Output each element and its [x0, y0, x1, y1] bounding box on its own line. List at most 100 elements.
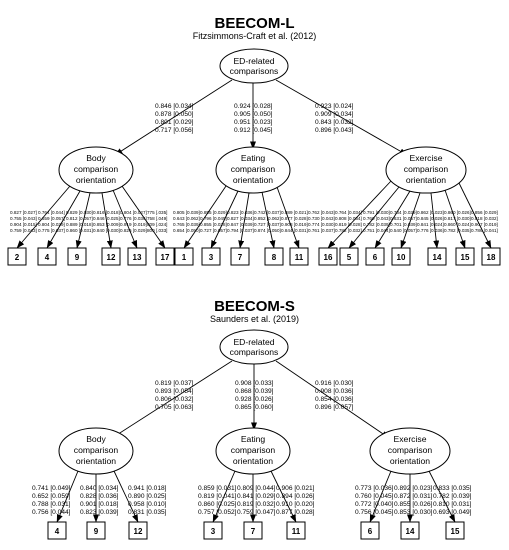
path-arrow: [114, 79, 233, 156]
item-number: 1: [182, 253, 187, 262]
loading-label: 0.791 [0.030]: [363, 210, 390, 215]
item-box: 14: [400, 521, 420, 540]
loading-label: 758 [.049]: [147, 216, 167, 221]
loading-label: 0.772 [0.040]: [355, 501, 394, 508]
path-arrow: [275, 360, 390, 439]
path-arrow: [261, 191, 276, 249]
higher-order-paths: [111, 360, 390, 439]
loading-label: 0.904 [0.015]: [10, 222, 37, 227]
loading-label: 0.693 [0.049]: [433, 509, 472, 516]
loading-label: 0.730 [0.043]: [308, 216, 335, 221]
loading-label: 0.756 [0.045]: [355, 509, 394, 516]
item-box: 18: [481, 247, 501, 266]
item-number: 16: [324, 253, 333, 262]
loading-label: 0.796 [0.045]: [200, 216, 227, 221]
root-factor-node: ED-related comparisons: [219, 48, 289, 84]
loading-label: 0.872 [0.031]: [394, 493, 433, 500]
panel-title-beecom-s: BEECOM-S: [214, 298, 295, 315]
path-arrow: [270, 470, 297, 523]
loading-label: 0.958 [0.010]: [128, 501, 167, 508]
path-arrow: [374, 190, 411, 249]
loading-label: 0.819 [0.041]: [198, 493, 237, 500]
loading-label: 0.877 [0.028]: [281, 216, 308, 221]
item-number: 12: [134, 527, 143, 536]
loading-label: 0.853 [0.030]: [394, 509, 433, 516]
item-number: 11: [295, 253, 304, 262]
item-box: 5: [339, 247, 359, 266]
item-box: 16: [318, 247, 338, 266]
loading-label: 0.889 [0.021]: [281, 210, 308, 215]
loading-label: 0.819 [0.032]: [237, 501, 276, 508]
item-loadings-s: 0.741 [0.049] 0.652 [0.059] 0.788 [0.031…: [32, 485, 472, 516]
loading-label: 0.782 [0.039]: [363, 222, 390, 227]
path-arrow: [121, 185, 166, 249]
loading-label: 0.765 [0.039]: [173, 222, 200, 227]
item-box: 11: [289, 247, 309, 266]
item-paths-body: [16, 185, 166, 249]
item-box: 3: [203, 521, 223, 540]
loading-label: 0.652 [0.059]: [32, 493, 71, 500]
loading-label: 0.833 [0.035]: [433, 485, 472, 492]
loading-label: 0.846 [0.034]: [155, 103, 194, 110]
item-box: 2: [7, 247, 27, 266]
loading-label: 0.816 [0.018]: [93, 210, 120, 215]
item-number: 15: [451, 527, 460, 536]
item-number: 7: [251, 527, 256, 536]
loading-label: 0.893 [0.054]: [155, 388, 194, 395]
loading-label: 0.808 [0.034]: [335, 216, 362, 221]
factor-label-line: orientation: [76, 175, 116, 185]
item-number: 10: [397, 253, 406, 262]
loading-label: 0.894 [0.026]: [276, 493, 315, 500]
path-arrow: [369, 470, 392, 523]
loading-label: 0.941 [0.018]: [128, 485, 167, 492]
loading-label: 0.760 [0.045]: [355, 493, 394, 500]
loading-label: 0.782 [0.032]: [335, 228, 362, 233]
loading-label: 0.844 [0.031]: [281, 228, 308, 233]
path-arrow: [16, 185, 71, 249]
loading-label: 0.801 [0.029]: [155, 119, 194, 126]
loading-label: 0.860 [0.031]: [66, 228, 93, 233]
loading-label: 0.892 [0.023]: [394, 485, 433, 492]
factor-label-line: comparison: [231, 164, 276, 174]
loading-label: 0.859 [0.031]: [198, 485, 237, 492]
higher-order-paths: [114, 79, 408, 156]
loading-label: 0.877 [0.028]: [276, 509, 315, 516]
loading-label: 0.805 [0.039]: [173, 210, 200, 215]
loading-label: 0.951 [0.023]: [234, 119, 273, 126]
loading-label: 0.890 [0.025]: [128, 493, 167, 500]
loading-label: 0.860 [0.026]: [444, 210, 471, 215]
item-boxes-s: 4 9 12 3 7 11 6 14 15: [47, 521, 465, 540]
item-number: 9: [94, 527, 99, 536]
path-arrow: [444, 189, 466, 249]
loading-label: 0.826 [0.029]: [120, 228, 147, 233]
item-box: 9: [86, 521, 106, 540]
factor-label-line: Body: [86, 153, 106, 163]
loading-label: 0.908 [0.036]: [315, 388, 354, 395]
loading-label: 0.846 [0.025]: [93, 216, 120, 221]
loading-label: 0.860 [0.025]: [198, 501, 237, 508]
loading-label: 0.782 [0.039]: [433, 493, 472, 500]
loading-label: 0.755 [0.043]: [10, 216, 37, 221]
path-arrow: [212, 470, 236, 523]
path-arrow: [428, 470, 456, 523]
factor-label-line: Exercise: [410, 153, 443, 163]
loading-label: 0.841 [0.024]: [417, 222, 444, 227]
item-boxes-l: 2 4 9 12 13 17 1 3 7 8 11 16 5 6 10 14 1…: [7, 247, 501, 266]
factor-label-line: orientation: [390, 456, 430, 466]
loading-label: 0.761 [0.037]: [308, 228, 335, 233]
loading-label: 0.540 [0.057]: [390, 228, 417, 233]
loading-label: 0.908 [0.033]: [235, 380, 274, 387]
item-number: 15: [461, 253, 470, 262]
loading-label: 0.906 [0.021]: [276, 485, 315, 492]
loading-label: 0.823 [0.036]: [227, 210, 254, 215]
loading-label: 0.764 [0.034]: [335, 210, 362, 215]
loading-label: 0.912 [0.045]: [234, 127, 273, 134]
loading-label: 0.809 [0.044]: [237, 485, 276, 492]
path-arrow: [183, 185, 227, 249]
panel-subtitle-beecom-s: Saunders et al. (2019): [210, 314, 299, 324]
loading-label: 0.742 [0.037]: [254, 210, 281, 215]
loading-label: 0.804 [0.029]: [38, 222, 65, 227]
factor-label-line: orientation: [76, 456, 116, 466]
loading-label: 0.734 [0.039]: [390, 210, 417, 215]
